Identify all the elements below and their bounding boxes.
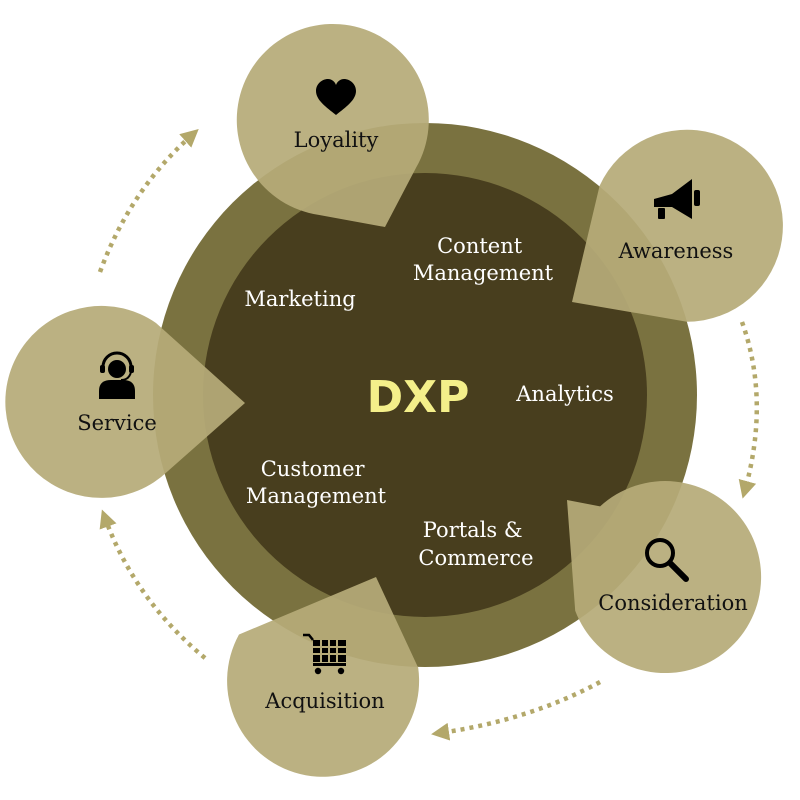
cycle-arrows (97, 129, 759, 741)
stage-label-service: Service (77, 411, 157, 435)
megaphone-icon (654, 179, 700, 219)
inner-disc (203, 173, 647, 617)
stage-petals (5, 23, 783, 777)
capability-customer-management-line-1: Customer (261, 457, 366, 481)
stage-label-consideration: Consideration (598, 591, 747, 615)
capability-portals-commerce-line-2: Commerce (418, 546, 533, 570)
stage-labels: Loyality Awareness Consideration Acquisi… (77, 128, 748, 713)
capability-labels: Content Management Marketing Analytics C… (244, 234, 613, 570)
petal-consideration (567, 481, 762, 674)
capability-portals-commerce: Portals & Commerce (418, 518, 533, 570)
petal-acquisition (227, 577, 420, 777)
arrow-awareness-to-consideration (738, 321, 759, 499)
capability-analytics: Analytics (515, 382, 613, 406)
capability-content-management: Content Management (413, 234, 554, 285)
magnifier-icon (645, 538, 689, 582)
petal-loyality (236, 23, 429, 227)
stage-label-acquisition: Acquisition (264, 689, 384, 713)
arrow-consideration-to-acquisition (431, 680, 602, 741)
stage-label-awareness: Awareness (618, 239, 734, 263)
capability-customer-management-line-2: Management (246, 484, 387, 508)
heart-icon (316, 79, 356, 115)
shopping-cart-icon (303, 633, 346, 675)
capability-customer-management: Customer Management (246, 457, 387, 508)
petal-service (5, 305, 246, 498)
arrow-service-to-loyality (97, 129, 199, 273)
capability-content-management-line-2: Management (413, 261, 554, 285)
petal-awareness (572, 129, 783, 322)
headset-agent-icon (99, 351, 135, 399)
dxp-title: DXP (367, 372, 470, 423)
capability-content-management-line-1: Content (437, 234, 523, 258)
capability-marketing: Marketing (244, 287, 355, 311)
stage-label-loyality: Loyality (294, 128, 379, 152)
arrow-acquisition-to-service (99, 509, 207, 660)
capability-portals-commerce-line-1: Portals & (423, 518, 523, 542)
